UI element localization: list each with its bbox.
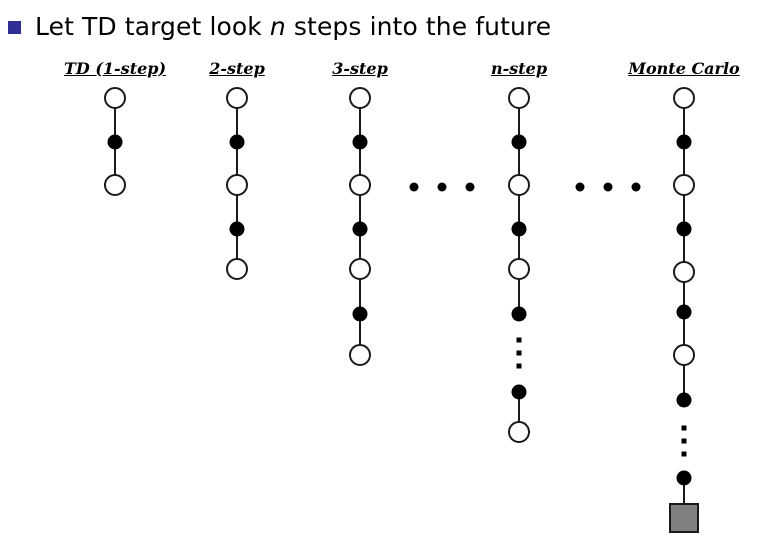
column-header-2-step: 2-step — [209, 59, 265, 78]
edge-n-step-3 — [518, 229, 520, 269]
edge-2-step-0 — [236, 98, 238, 142]
vertical-ellipsis-dot-n-step-2 — [516, 363, 522, 369]
action-node-n-step-7 — [511, 384, 527, 400]
action-node-n-step-5 — [511, 306, 527, 322]
edge-monte-carlo-1 — [683, 142, 685, 185]
edge-monte-carlo-0 — [683, 98, 685, 142]
bullet-text-after: steps into the future — [293, 11, 552, 41]
edge-2-step-2 — [236, 185, 238, 229]
action-node-n-step-1 — [511, 134, 527, 150]
edge-3-step-3 — [359, 229, 361, 269]
state-node-monte-carlo-6 — [673, 344, 695, 366]
state-node-td-1-step-0 — [104, 87, 126, 109]
state-node-2-step-0 — [226, 87, 248, 109]
edge-n-step-7 — [518, 392, 520, 432]
vertical-ellipsis-dot-monte-carlo-1 — [681, 438, 687, 444]
state-node-monte-carlo-4 — [673, 261, 695, 283]
edge-3-step-1 — [359, 142, 361, 185]
edge-n-step-1 — [518, 142, 520, 185]
vertical-ellipsis-dot-n-step-1 — [516, 350, 522, 356]
slide-bullet-text: Let TD target look n steps into the futu… — [35, 12, 551, 41]
edge-n-step-0 — [518, 98, 520, 142]
column-header-3-step: 3-step — [332, 59, 388, 78]
action-node-monte-carlo-7 — [676, 392, 692, 408]
edge-monte-carlo-3 — [683, 229, 685, 272]
state-node-n-step-4 — [508, 258, 530, 280]
action-node-td-1-step-1 — [107, 134, 123, 150]
terminal-node-monte-carlo — [669, 503, 699, 533]
column-header-monte-carlo: Monte Carlo — [628, 59, 740, 78]
edge-3-step-0 — [359, 98, 361, 142]
column-header-n-step: n-step — [490, 59, 548, 78]
edge-monte-carlo-4 — [683, 272, 685, 312]
edge-2-step-3 — [236, 229, 238, 269]
bullet-text-italic-n: n — [269, 11, 286, 41]
state-node-3-step-2 — [349, 174, 371, 196]
state-node-2-step-4 — [226, 258, 248, 280]
ellipsis-between-3step-and-nstep-dot-0 — [409, 182, 419, 192]
edge-3-step-2 — [359, 185, 361, 229]
state-node-monte-carlo-2 — [673, 174, 695, 196]
bullet-line: Let TD target look n steps into the futu… — [8, 6, 748, 46]
bullet-square-icon — [8, 21, 21, 34]
vertical-ellipsis-dot-n-step-0 — [516, 337, 522, 343]
state-node-monte-carlo-0 — [673, 87, 695, 109]
state-node-n-step-8 — [508, 421, 530, 443]
edge-monte-carlo-2 — [683, 185, 685, 229]
vertical-ellipsis-dot-monte-carlo-2 — [681, 451, 687, 457]
edge-3-step-5 — [359, 314, 361, 355]
state-node-td-1-step-2 — [104, 174, 126, 196]
ellipsis-between-3step-and-nstep-dot-1 — [437, 182, 447, 192]
edge-n-step-4 — [518, 269, 520, 314]
edge-td-1-step-0 — [114, 98, 116, 142]
edge-n-step-2 — [518, 185, 520, 229]
column-header-td-1-step: TD (1-step) — [63, 59, 167, 78]
action-node-2-step-3 — [229, 221, 245, 237]
action-node-monte-carlo-5 — [676, 304, 692, 320]
action-node-2-step-1 — [229, 134, 245, 150]
state-node-3-step-0 — [349, 87, 371, 109]
state-node-3-step-4 — [349, 258, 371, 280]
action-node-monte-carlo-1 — [676, 134, 692, 150]
action-node-n-step-3 — [511, 221, 527, 237]
bullet-text-before: Let TD target look — [35, 11, 262, 41]
action-node-3-step-3 — [352, 221, 368, 237]
action-node-monte-carlo-9 — [676, 470, 692, 486]
edge-3-step-4 — [359, 269, 361, 314]
vertical-ellipsis-dot-monte-carlo-0 — [681, 425, 687, 431]
state-node-3-step-6 — [349, 344, 371, 366]
ellipsis-between-nstep-and-mc-dot-0 — [575, 182, 585, 192]
action-node-monte-carlo-3 — [676, 221, 692, 237]
edge-monte-carlo-5 — [683, 312, 685, 355]
edge-td-1-step-1 — [114, 142, 116, 185]
edge-monte-carlo-9 — [683, 478, 685, 518]
action-node-3-step-5 — [352, 306, 368, 322]
state-node-n-step-0 — [508, 87, 530, 109]
state-node-n-step-2 — [508, 174, 530, 196]
edge-monte-carlo-6 — [683, 355, 685, 400]
ellipsis-between-3step-and-nstep-dot-2 — [465, 182, 475, 192]
ellipsis-between-nstep-and-mc-dot-1 — [603, 182, 613, 192]
ellipsis-between-nstep-and-mc-dot-2 — [631, 182, 641, 192]
state-node-2-step-2 — [226, 174, 248, 196]
edge-2-step-1 — [236, 142, 238, 185]
action-node-3-step-1 — [352, 134, 368, 150]
